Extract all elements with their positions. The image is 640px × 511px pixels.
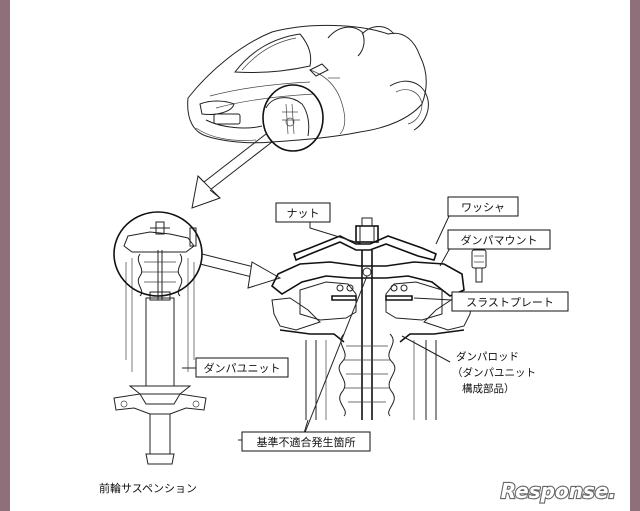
arrow-suspension-to-detail <box>199 253 282 289</box>
highlight-circle-car <box>262 84 324 152</box>
arrow-car-to-suspension <box>191 133 273 209</box>
front-suspension-illustration <box>113 211 207 465</box>
label-damper-mount-text: ダンパマウント <box>461 233 538 247</box>
response-watermark: Response. <box>500 478 617 504</box>
label-damper-rod-line2: （ダンパユニット <box>452 366 536 379</box>
label-nut: ナット <box>275 202 331 223</box>
label-washer: ワッシャ <box>447 196 519 217</box>
label-damper-rod-line3: 構成部品） <box>462 382 515 395</box>
label-nut-text: ナット <box>287 207 320 220</box>
label-damper-rod-line1: ダンパロッド <box>456 350 519 363</box>
label-defect-location-text: 基準不適合発生箇所 <box>257 435 356 449</box>
car-illustration <box>187 24 429 152</box>
diagram-frame: ナット ワッシャ ダンパマウント スラストプレート ダンパユニット ダンパロッド… <box>10 0 630 511</box>
label-damper-rod: ダンパロッド （ダンパユニット 構成部品） <box>452 350 536 395</box>
label-damper-unit: ダンパユニット <box>195 357 289 378</box>
label-damper-mount: ダンパマウント <box>447 229 551 250</box>
damper-mount-detail <box>270 217 487 420</box>
label-thrust-plate-text: スラストプレート <box>466 296 554 309</box>
label-defect-location: 基準不適合発生箇所 <box>241 431 371 452</box>
caption-front-suspension: 前輪サスペンション <box>99 481 197 495</box>
label-washer-text: ワッシャ <box>461 201 505 214</box>
recall-diagram: ナット ワッシャ ダンパマウント スラストプレート ダンパユニット ダンパロッド… <box>99 24 617 504</box>
label-damper-unit-text: ダンパユニット <box>204 361 281 375</box>
label-thrust-plate: スラストプレート <box>451 291 569 312</box>
watermark-text: Response. <box>501 479 616 503</box>
leader-lines <box>182 213 453 441</box>
